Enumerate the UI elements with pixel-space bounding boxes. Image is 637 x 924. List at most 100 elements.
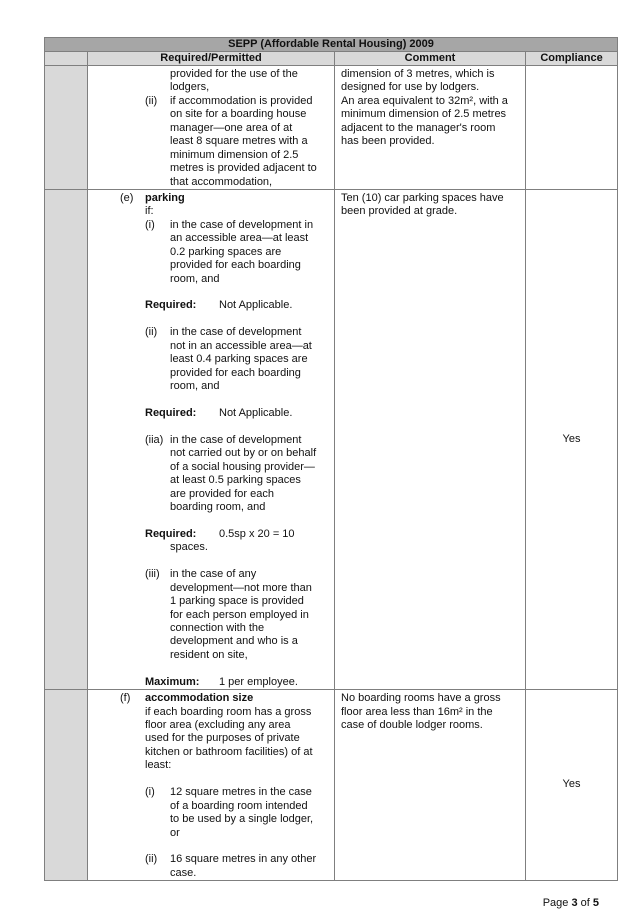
subclause-label: (i)	[145, 786, 155, 799]
subclause-text: lodgers,	[170, 81, 210, 94]
requirement-value: 0.5sp x 20 = 10	[219, 527, 295, 540]
requirement-line: minimum dimension of 2.5	[88, 149, 334, 162]
requirement-line: provided for each boarding	[88, 367, 334, 380]
requirement-line: Maximum: 1 per employee.	[88, 676, 334, 689]
comment-line: case of double lodger rooms.	[341, 719, 483, 732]
subclause-text: that accommodation,	[170, 175, 273, 188]
requirement-line: Required: Not Applicable.	[88, 407, 334, 420]
compliance-cell: Yes	[524, 689, 619, 882]
header-required: Required/Permitted	[87, 51, 335, 66]
requirement-line: (ii)in the case of development	[88, 326, 334, 339]
requirement-line: Required:0.5sp x 20 = 10	[88, 528, 334, 541]
row-margin-cell	[44, 188, 88, 691]
subclause-text: on site for a boarding house	[170, 108, 307, 121]
requirement-line: provided for each boarding	[88, 259, 334, 272]
requirement-line	[88, 394, 334, 407]
subclause-label: (iii)	[145, 568, 160, 581]
requirement-line	[88, 286, 334, 299]
compliance-cell	[524, 65, 619, 190]
sepp-compliance-table: SEPP (Affordable Rental Housing) 2009 Re…	[43, 37, 619, 882]
requirement-key: Required:	[145, 299, 197, 312]
subclause-text: are provided for each	[170, 487, 274, 500]
subclause-text: not in an accessible area—at	[170, 339, 312, 352]
requirement-line: are provided for each	[88, 488, 334, 501]
subclause-text: case.	[170, 866, 197, 879]
subclause-text: provided for the use of the	[170, 68, 298, 80]
subclause-text: if accommodation is provided	[170, 94, 313, 107]
subclause-text: connection with the	[170, 621, 265, 634]
requirement-line	[88, 662, 334, 675]
requirement-line	[88, 840, 334, 853]
requirement-line: for each person employed in	[88, 609, 334, 622]
subclause-text: of a boarding room intended	[170, 799, 308, 812]
table-title: SEPP (Affordable Rental Housing) 2009	[43, 37, 619, 52]
comment-line: An area equivalent to 32m², with a	[341, 94, 508, 107]
requirement-line	[88, 313, 334, 326]
subclause-text: 12 square metres in the case	[170, 786, 312, 799]
subclause-text: for each person employed in	[170, 608, 309, 621]
comment-line: adjacent to the manager's room	[341, 121, 496, 134]
subclause-text: provided for each boarding	[170, 259, 301, 272]
requirement-line: room, and	[88, 273, 334, 286]
requirement-line: of a social housing provider—	[88, 461, 334, 474]
clause-text: if each boarding room has a gross	[145, 705, 312, 718]
requirement-line: provided for the use of the	[88, 68, 334, 81]
subclause-text: or	[170, 826, 180, 839]
subclause-text: provided for each boarding	[170, 366, 301, 379]
requirement-line: development—not more than	[88, 582, 334, 595]
requirement-line: kitchen or bathroom facilities) of at	[88, 746, 334, 759]
requirement-line: if each boarding room has a gross	[88, 706, 334, 719]
requirement-line: (ii)if accommodation is provided	[88, 95, 334, 108]
clause-heading: accommodation size	[145, 692, 254, 705]
requirement-line: least 0.4 parking spaces are	[88, 353, 334, 366]
requirement-line: if:	[88, 205, 334, 218]
requirement-line: floor area (excluding any area	[88, 719, 334, 732]
requirement-key: Maximum:	[145, 675, 200, 688]
requirement-value: Not Applicable.	[219, 406, 293, 419]
requirement-line: boarding room, and	[88, 501, 334, 514]
requirement-line: (f)accommodation size	[88, 692, 334, 705]
subclause-text: resident on site,	[170, 648, 248, 661]
subclause-text: spaces.	[170, 541, 208, 554]
header-compliance: Compliance	[524, 51, 619, 66]
requirement-line	[88, 514, 334, 527]
row-margin-cell	[44, 65, 88, 190]
page-number: Page 3 of 5	[543, 897, 599, 909]
subclause-text: 0.2 parking spaces are	[170, 245, 282, 258]
requirement-line: spaces.	[88, 541, 334, 554]
requirement-line: Required:Not Applicable.	[88, 299, 334, 312]
subclause-text: 1 parking space is provided	[170, 595, 304, 608]
requirement-line: room, and	[88, 380, 334, 393]
requirement-value: 1 per employee.	[219, 675, 298, 688]
requirement-line: (iia) in the case of development	[88, 434, 334, 447]
clause-text: least:	[145, 759, 172, 772]
page-label: Page	[542, 897, 572, 909]
requirement-line: to be used by a single lodger,	[88, 813, 334, 826]
subclause-label: (iia)	[145, 433, 164, 446]
requirement-line: metres is provided adjacent to	[88, 162, 334, 175]
comment-line: has been provided.	[341, 135, 435, 148]
requirement-line: connection with the	[88, 622, 334, 635]
subclause-text: in the case of development	[170, 433, 302, 446]
clause-text: used for the purposes of private	[145, 732, 300, 745]
subclause-text: boarding room, and	[170, 501, 266, 513]
comment-line: designed for use by lodgers.	[341, 81, 480, 94]
requirement-line: (ii)16 square metres in any other	[88, 853, 334, 866]
requirement-key: Required:	[145, 406, 197, 419]
subclause-text: development and who is a	[170, 635, 298, 648]
subclause-text: room, and	[170, 272, 220, 285]
header-comment: Comment	[334, 51, 526, 66]
total-pages: 5	[592, 897, 599, 909]
current-page: 3	[571, 897, 578, 909]
requirement-line: not in an accessible area—at	[88, 340, 334, 353]
requirement-line: development and who is a	[88, 635, 334, 648]
requirement-line: not carried out by or on behalf	[88, 447, 334, 460]
